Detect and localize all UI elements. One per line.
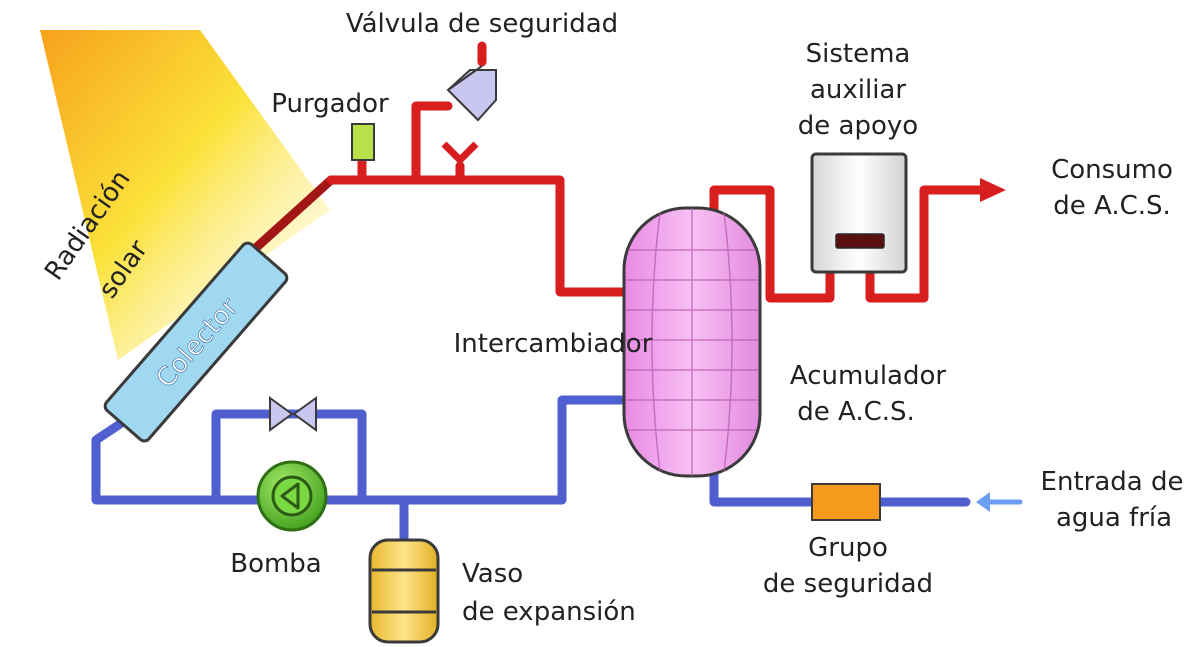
inlet-label-line1: Entrada de — [1041, 467, 1184, 497]
accumulator-label-line2: de A.C.S. — [797, 397, 915, 427]
auxiliary-heater — [810, 152, 908, 274]
consumption-arrow — [980, 178, 1006, 202]
safety-valve-label: Válvula de seguridad — [346, 9, 618, 39]
pump — [256, 460, 328, 532]
hot-consumption-line — [709, 178, 1006, 303]
cold-inlet-line — [709, 465, 1023, 512]
purger-label: Purgador — [271, 89, 389, 119]
expansion-vessel-label-line2: de expansión — [462, 597, 636, 627]
cold-primary-circuit — [91, 377, 695, 545]
inlet-arrow — [976, 492, 990, 512]
pump-label: Bomba — [230, 549, 322, 579]
accumulator-label-line1: Acumulador — [790, 361, 946, 391]
safety-group-label-line2: de seguridad — [763, 569, 933, 599]
safety-group-label-line1: Grupo — [808, 533, 888, 563]
safety-valve — [441, 41, 497, 164]
inlet-label-line2: agua fría — [1056, 503, 1172, 533]
accumulator-tank — [622, 206, 762, 478]
expansion-vessel-label-line1: Vaso — [462, 559, 523, 589]
consumption-label-line2: de A.C.S. — [1053, 191, 1171, 221]
aux-system-label-line3: de apoyo — [798, 111, 918, 141]
aux-system-label-line2: auxiliar — [810, 75, 906, 105]
consumption-label-line1: Consumo — [1051, 155, 1173, 185]
bypass-valve — [269, 396, 317, 432]
expansion-vessel — [368, 538, 440, 644]
purger — [351, 123, 375, 161]
exchanger-label: Intercambiador — [454, 329, 653, 359]
pump-arrow-icon — [280, 482, 300, 510]
safety-group — [811, 483, 881, 521]
aux-system-label-line1: Sistema — [806, 39, 911, 69]
